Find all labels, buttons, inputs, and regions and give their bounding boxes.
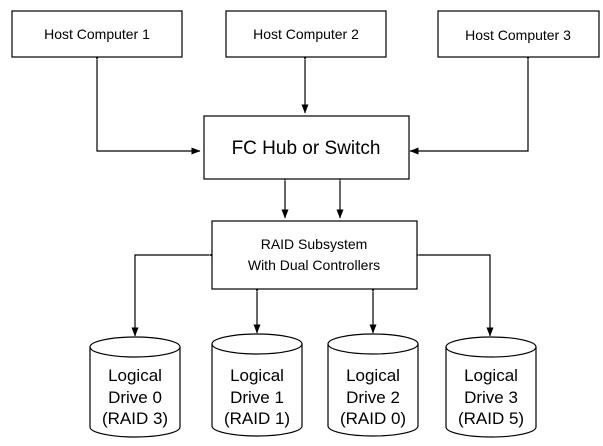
logical-drive-3-line2: Drive 3 <box>464 388 518 407</box>
logical-drive-0-line3: (RAID 3) <box>102 409 168 428</box>
logical-drive-1: Logical Drive 1 (RAID 1) <box>211 333 303 437</box>
connector-host1-hub <box>93 51 201 155</box>
logical-drive-3-line1: Logical <box>464 366 518 385</box>
logical-drive-1-line1: Logical <box>230 366 284 385</box>
fc-hub-switch-label: FC Hub or Switch <box>232 138 381 159</box>
host-computer-3: Host Computer 3 <box>437 10 600 58</box>
host-computer-2-label: Host Computer 2 <box>253 26 359 42</box>
logical-drive-2-line2: Drive 2 <box>346 388 400 407</box>
logical-drive-0-line2: Drive 0 <box>108 388 162 407</box>
raid-subsystem: RAID Subsystem With Dual Controllers <box>211 220 418 290</box>
logical-drive-1-line2: Drive 1 <box>230 388 284 407</box>
logical-drive-3: Logical Drive 3 (RAID 5) <box>445 336 537 438</box>
host-computer-1-label: Host Computer 1 <box>44 26 150 42</box>
host-computer-3-label: Host Computer 3 <box>465 27 571 43</box>
host-computer-2: Host Computer 2 <box>225 10 387 58</box>
connector-raid-drive3 <box>410 251 494 337</box>
raid-subsystem-label-line1: RAID Subsystem <box>261 236 368 252</box>
logical-drive-0: Logical Drive 0 (RAID 3) <box>89 336 181 438</box>
logical-drive-3-line3: (RAID 5) <box>458 409 524 428</box>
logical-drive-0-line1: Logical <box>108 366 162 385</box>
logical-drive-1-line3: (RAID 1) <box>224 409 290 428</box>
raid-subsystem-label-line2: With Dual Controllers <box>248 257 380 273</box>
connector-host3-hub <box>409 51 532 155</box>
connectors <box>93 51 532 337</box>
host-computer-1: Host Computer 1 <box>11 10 183 58</box>
logical-drive-2-line1: Logical <box>346 366 400 385</box>
connector-raid-drive0 <box>131 251 218 337</box>
fc-hub-switch: FC Hub or Switch <box>203 115 410 180</box>
logical-drive-2: Logical Drive 2 (RAID 0) <box>327 333 419 437</box>
logical-drive-2-line3: (RAID 0) <box>340 409 406 428</box>
